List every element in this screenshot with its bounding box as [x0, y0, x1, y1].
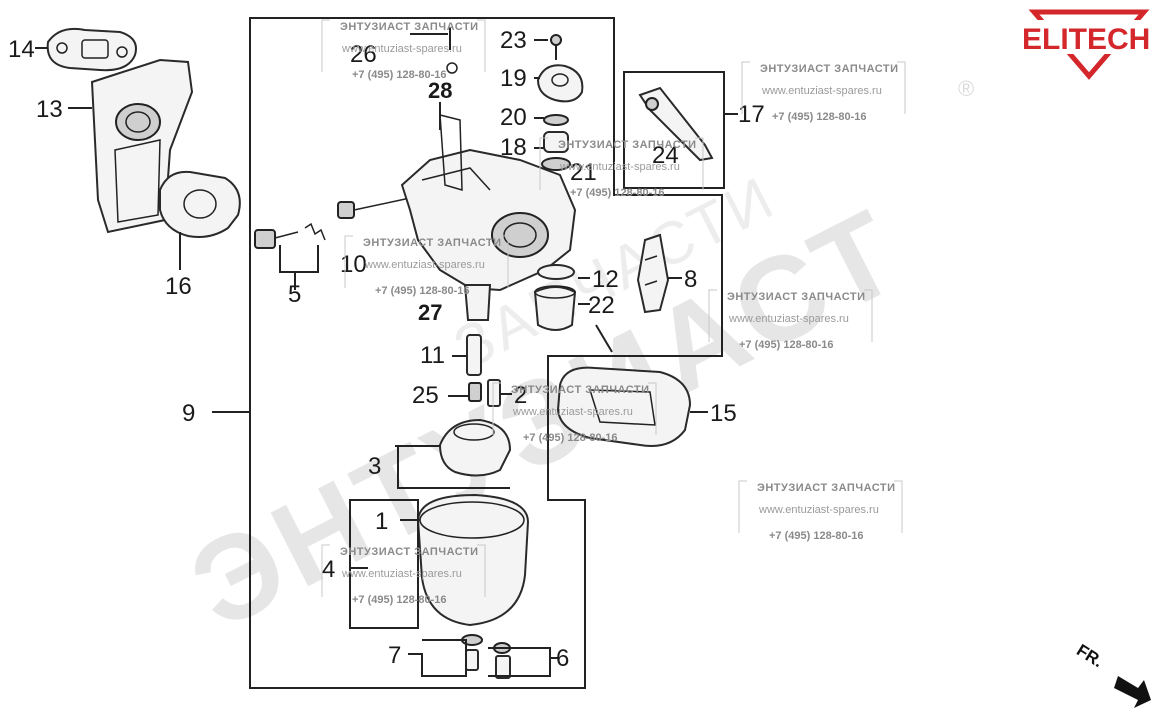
callout-9: 9 [182, 400, 195, 427]
callout-23: 23 [500, 27, 527, 54]
watermark-url: www.entuziast-spares.ru [758, 504, 879, 516]
callout-16: 16 [165, 273, 192, 300]
watermark-stamp: ЭНТУЗИАСТ ЗАПЧАСТИ www.entuziast-spares.… [344, 235, 509, 297]
watermark-stamp: ЭНТУЗИАСТ ЗАПЧАСТИ www.entuziast-spares.… [492, 382, 657, 444]
watermark-url: www.entuziast-spares.ru [512, 406, 633, 418]
callout-15: 15 [710, 400, 737, 427]
part-8-float [636, 233, 670, 314]
callout-13: 13 [36, 96, 63, 123]
callout-7: 7 [388, 642, 401, 669]
part-16-gasket [159, 170, 241, 238]
watermark-stamp: ЭНТУЗИАСТ ЗАПЧАСТИ www.entuziast-spares.… [539, 137, 704, 199]
part-22-needle-jet [533, 285, 577, 331]
watermark-title: ЭНТУЗИАСТ ЗАПЧАСТИ [363, 237, 502, 249]
watermark-stamp: ЭНТУЗИАСТ ЗАПЧАСТИ www.entuziast-spares.… [321, 19, 486, 81]
callout-21: 21 [570, 159, 597, 186]
watermark-title: ЭНТУЗИАСТ ЗАПЧАСТИ [757, 482, 896, 494]
watermark-url: www.entuziast-spares.ru [728, 313, 849, 325]
watermark-stamp: ЭНТУЗИАСТ ЗАПЧАСТИ www.entuziast-spares.… [708, 289, 873, 351]
watermark-url: www.entuziast-spares.ru [341, 43, 462, 55]
callout-5: 5 [288, 281, 301, 308]
part-15-gasket [556, 366, 692, 447]
part-10-throttle-screw [337, 197, 411, 219]
watermark-phone: +7 (495) 128-80-16 [352, 69, 446, 81]
part-5-pilot-screw [254, 222, 326, 249]
watermark-title: ЭНТУЗИАСТ ЗАПЧАСТИ [340, 546, 479, 558]
part-21-washer [541, 157, 571, 171]
part-1-float-bowl [416, 493, 530, 627]
watermark-phone: +7 (495) 128-80-16 [772, 111, 866, 123]
watermark-phone: +7 (495) 128-80-16 [570, 187, 664, 199]
front-direction-indicator: FR. [1073, 640, 1151, 708]
part-19-cap [536, 64, 584, 103]
callout-25: 25 [412, 382, 439, 409]
part-11-main-jet [466, 334, 482, 376]
callout-8: 8 [684, 266, 697, 293]
watermark-title: ЭНТУЗИАСТ ЗАПЧАСТИ [511, 384, 650, 396]
callout-11: 11 [420, 342, 445, 369]
watermark-title: ЭНТУЗИАСТ ЗАПЧАСТИ [760, 63, 899, 75]
callout-14: 14 [8, 36, 35, 63]
callout-27: 27 [418, 300, 442, 325]
watermark-url: www.entuziast-spares.ru [364, 259, 485, 271]
watermark-phone: +7 (495) 128-80-16 [769, 530, 863, 542]
leader-lines [35, 33, 738, 677]
watermark-url: www.entuziast-spares.ru [341, 568, 462, 580]
watermark-title: ЭНТУЗИАСТ ЗАПЧАСТИ [727, 291, 866, 303]
callout-28: 28 [428, 78, 452, 103]
front-arrow-icon [1114, 676, 1151, 708]
part-25-jet [468, 382, 482, 402]
watermark-phone: +7 (495) 128-80-16 [523, 432, 617, 444]
watermark-title: ЭНТУЗИАСТ ЗАПЧАСТИ [340, 21, 479, 33]
part-12-ring [537, 264, 575, 280]
carburetor-body [400, 114, 577, 321]
watermark-phone: +7 (495) 128-80-16 [352, 594, 446, 606]
callout-12: 12 [592, 266, 619, 293]
part-3-float [438, 418, 512, 477]
part-20-ring [543, 114, 569, 126]
watermark-stamp: ЭНТУЗИАСТ ЗАПЧАСТИ www.entuziast-spares.… [321, 544, 486, 606]
callout-1: 1 [375, 508, 388, 535]
part-2-spring [487, 379, 501, 407]
elitech-logo: ELITECH [1022, 9, 1150, 80]
watermark-url: www.entuziast-spares.ru [761, 85, 882, 97]
callout-26: 26 [350, 41, 377, 68]
assembly-9-outline [249, 17, 723, 689]
logo-text: ELITECH [1022, 23, 1150, 56]
registered-mark: ® [958, 76, 974, 101]
bracket-17-outline [623, 71, 725, 189]
callout-19: 19 [500, 65, 527, 92]
part-18-collar [543, 131, 569, 153]
part-24-choke-lever [638, 86, 714, 162]
watermark-phone: +7 (495) 128-80-16 [375, 285, 469, 297]
part-23-screw [550, 34, 562, 60]
part-26-screw [446, 28, 458, 74]
callout-2: 2 [514, 382, 527, 409]
callout-3: 3 [368, 453, 381, 480]
callout-6: 6 [556, 645, 569, 672]
callout-4: 4 [322, 556, 335, 583]
watermark-stamp: ЭНТУЗИАСТ ЗАПЧАСТИ www.entuziast-spares.… [738, 480, 903, 542]
watermark-phone: +7 (495) 128-80-16 [739, 339, 833, 351]
callout-24: 24 [652, 142, 679, 169]
part-14-gasket [46, 27, 137, 72]
watermark-url: www.entuziast-spares.ru [559, 161, 680, 173]
watermark-title: ЭНТУЗИАСТ ЗАПЧАСТИ [558, 139, 697, 151]
watermark-stamp: ЭНТУЗИАСТ ЗАПЧАСТИ www.entuziast-spares.… [741, 61, 906, 123]
callout-numbers: 14 13 16 5 10 9 3 1 4 7 6 11 25 2 27 28 … [8, 27, 765, 672]
callout-22: 22 [588, 292, 615, 319]
callout-10: 10 [340, 251, 367, 278]
callout-20: 20 [500, 104, 527, 131]
front-label: FR. [1073, 640, 1106, 671]
callout-18: 18 [500, 134, 527, 161]
